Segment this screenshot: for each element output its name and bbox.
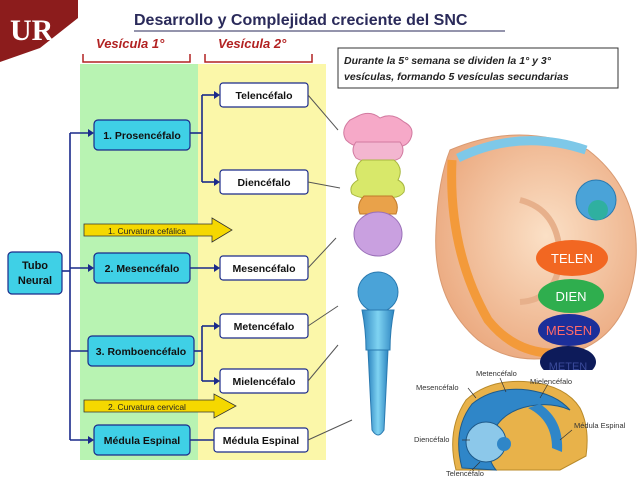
tag-dien: DIEN (555, 289, 586, 304)
brain-label-metencefalo: Metencéfalo (476, 369, 517, 378)
brain-label-diencefalo: Diencéfalo (414, 435, 449, 444)
root-label-line-2: Neural (18, 275, 52, 287)
telencephalon-label: Telencéfalo (236, 90, 293, 102)
brain-label-telencefalo: Telencéfalo (446, 469, 484, 478)
primary-vesicle-node: 2. Mesencéfalo (93, 252, 191, 284)
rhombencephalon-label: 3. Romboencéfalo (96, 346, 186, 358)
spinal-cord-secondary-label: Médula Espinal (223, 435, 300, 447)
mesencephalon-secondary-label: Mesencéfalo (232, 263, 295, 275)
primary-vesicle-node: 1. Prosencéfalo (93, 119, 191, 151)
primary-vesicle-node: Médula Espinal (93, 424, 191, 456)
cephalic-curvature-arrow: 1. Curvatura cefálica (83, 217, 233, 243)
column-header-primary: Vesícula 1° (96, 36, 165, 51)
cervical-curvature-label: 2. Curvatura cervical (108, 402, 186, 412)
column-header-secondary: Vesícula 2° (218, 36, 287, 51)
note-line-1: Durante la 5° semana se dividen la 1° y … (344, 55, 552, 67)
brain-section-illustration: Mesencéfalo Metencéfalo Mielencéfalo Méd… (412, 369, 636, 478)
secondary-vesicle-node: Diencéfalo (219, 169, 309, 195)
secondary-vesicle-node: Metencéfalo (219, 313, 309, 339)
embryo-illustration (435, 134, 637, 360)
university-logo: UR (0, 0, 78, 62)
metencephalon-label: Metencéfalo (234, 321, 295, 333)
diencephalon-label: Diencéfalo (237, 177, 290, 189)
cervical-curvature-arrow: 2. Curvatura cervical (83, 393, 237, 419)
secondary-vesicle-node: Mesencéfalo (219, 255, 309, 281)
logo-text: UR (10, 14, 54, 47)
page-title: Desarrollo y Complejidad creciente del S… (134, 12, 468, 29)
cephalic-curvature-label: 1. Curvatura cefálica (108, 226, 186, 236)
primary-vesicle-node: 3. Romboencéfalo (87, 335, 195, 367)
brain-label-medula: Médula Espinal (574, 421, 626, 430)
tag-mesen: MESEN (546, 323, 592, 338)
bracket-secondary (204, 54, 313, 63)
brain-label-mielencefalo: Mielencéfalo (530, 377, 572, 386)
root-node: Tubo Neural (7, 251, 63, 295)
bracket-primary (82, 54, 191, 63)
secondary-vesicle-node: Mielencéfalo (219, 368, 309, 394)
neural-tube-illustration (343, 112, 413, 436)
myelencephalon-label: Mielencéfalo (232, 376, 295, 388)
note-box: Durante la 5° semana se dividen la 1° y … (337, 47, 619, 89)
mesencephalon-label: 2. Mesencéfalo (105, 263, 180, 275)
tag-telen: TELEN (551, 251, 593, 266)
secondary-vesicle-node: Telencéfalo (219, 82, 309, 108)
root-label-line-1: Tubo (22, 260, 48, 272)
secondary-vesicle-node: Médula Espinal (213, 427, 309, 453)
tree-connectors (62, 94, 214, 441)
prosencephalon-label: 1. Prosencéfalo (103, 130, 181, 142)
note-line-2: vesículas, formando 5 vesículas secundar… (344, 71, 569, 83)
leader-lines (307, 94, 353, 441)
spinal-cord-primary-label: Médula Espinal (104, 435, 181, 447)
brain-label-mesencefalo: Mesencéfalo (416, 383, 459, 392)
